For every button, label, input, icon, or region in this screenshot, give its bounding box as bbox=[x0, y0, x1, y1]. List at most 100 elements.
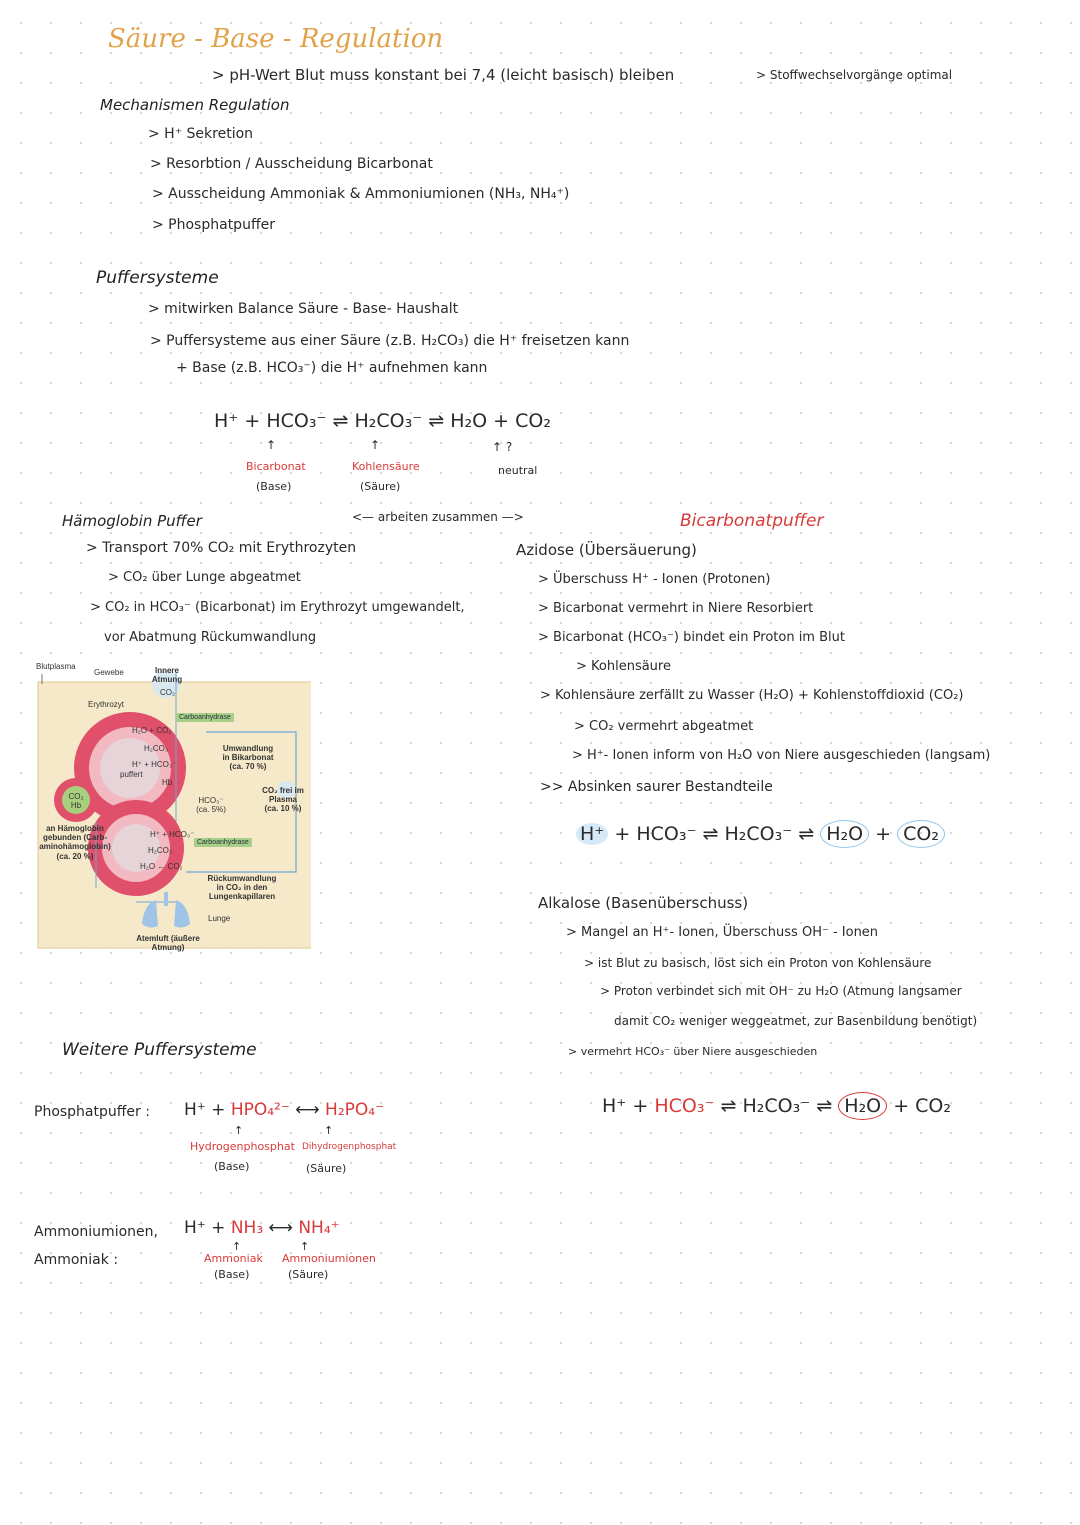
works-together: <— arbeiten zusammen —> bbox=[352, 510, 524, 524]
page-title: Säure - Base - Regulation bbox=[108, 24, 444, 54]
azidose-equation: H⁺ + HCO₃⁻ ⇌ H₂CO₃⁻ ⇌ H₂O + CO₂ bbox=[576, 820, 945, 848]
bicarbonat-sub: (Base) bbox=[256, 480, 292, 493]
label-hb: Hb bbox=[162, 778, 173, 787]
label-haemoglobin-gebunden: an Hämoglobin gebunden (Carb-aminohämogl… bbox=[39, 824, 111, 861]
label-carboanhydrase-2: Carboanhydrase bbox=[194, 838, 252, 847]
label-co2-hb: CO₂ Hb bbox=[68, 792, 84, 811]
haemoglobin-heading: Hämoglobin Puffer bbox=[62, 512, 202, 530]
buffer-item: > mitwirken Balance Säure - Base- Hausha… bbox=[148, 301, 459, 317]
dihydrogenphosphat-label: Dihydrogenphosphat bbox=[302, 1142, 397, 1152]
diagram-graphic bbox=[37, 670, 311, 949]
arrow-up: ↑ bbox=[324, 1124, 334, 1137]
azidose-item: >> Absinken saurer Bestandteile bbox=[540, 779, 773, 795]
haemoglobin-item: > Transport 70% CO₂ mit Erythrozyten bbox=[86, 540, 357, 556]
eq-co2-circled: CO₂ bbox=[897, 820, 945, 848]
label-lunge: Lunge bbox=[208, 914, 231, 923]
eq-nh4: NH₄⁺ bbox=[298, 1218, 340, 1238]
neutral-label: neutral bbox=[498, 464, 538, 477]
bicarbonate-heading: Bicarbonatpuffer bbox=[680, 511, 824, 531]
bicarbonat-label: Bicarbonat bbox=[246, 460, 306, 473]
alkalose-equation: H⁺ + HCO₃⁻ ⇌ H₂CO₃⁻ ⇌ H₂O + CO₂ bbox=[602, 1092, 951, 1120]
eq-nh3: NH₃ bbox=[230, 1218, 264, 1238]
haemoglobin-item: vor Abatmung Rückumwandlung bbox=[104, 630, 317, 645]
mechanism-item: > Ausscheidung Ammoniak & Ammoniumionen … bbox=[152, 186, 570, 202]
alkalose-item: > vermehrt HCO₃⁻ über Niere ausgeschiede… bbox=[568, 1045, 818, 1058]
intro-note: > Stoffwechselvorgänge optimal bbox=[756, 68, 953, 82]
ammoniak-label: Ammoniak bbox=[204, 1252, 263, 1265]
eq-arrow: ⟷ bbox=[295, 1100, 320, 1120]
azidose-item: > H⁺- Ionen inform von H₂O von Niere aus… bbox=[572, 748, 991, 763]
label-hco3-5: HCO₃⁻ (ca. 5%) bbox=[196, 796, 226, 815]
azidose-item: > Kohlensäure zerfällt zu Wasser (H₂O) +… bbox=[540, 688, 964, 703]
eq-hpo4: HPO₄²⁻ bbox=[230, 1100, 290, 1120]
alkalose-item: > Mangel an H⁺- Ionen, Überschuss OH⁻ - … bbox=[566, 925, 879, 940]
eq-h2po4: H₂PO₄⁻ bbox=[325, 1100, 385, 1120]
kohlensaeure-sub: (Säure) bbox=[360, 480, 401, 493]
ammonium-label-1: Ammoniumionen, bbox=[34, 1224, 158, 1240]
haemoglobin-item: > CO₂ in HCO₃⁻ (Bicarbonat) im Erythrozy… bbox=[90, 600, 465, 615]
intro-text: > pH-Wert Blut muss konstant bei 7,4 (le… bbox=[212, 66, 675, 84]
label-erythrozyt: Erythrozyt bbox=[88, 700, 125, 709]
phosphat-saeure-sub: (Säure) bbox=[306, 1162, 347, 1175]
label-rueckumwandlung: Rückumwandlung in CO₂ in den Lungenkapil… bbox=[207, 874, 277, 902]
label-h2o-co2: H₂O + CO₂ bbox=[132, 726, 172, 735]
eq-hco3: HCO₃⁻ bbox=[654, 1095, 715, 1117]
label-gewebe: Gewebe bbox=[94, 668, 124, 677]
alkalose-heading: Alkalose (Basenüberschuss) bbox=[538, 894, 749, 912]
eq-end: + CO₂ bbox=[893, 1095, 951, 1117]
phosphat-base-sub: (Base) bbox=[214, 1160, 250, 1173]
azidose-item: > Bicarbonat vermehrt in Niere Resorbier… bbox=[538, 601, 814, 616]
eq-middle: + HCO₃⁻ ⇌ H₂CO₃⁻ ⇌ bbox=[614, 823, 815, 845]
phosphat-equation: H⁺ + HPO₄²⁻ ⟷ H₂PO₄⁻ bbox=[184, 1100, 384, 1120]
buffer-equation: H⁺ + HCO₃⁻ ⇌ H₂CO₃⁻ ⇌ H₂O + CO₂ bbox=[214, 410, 551, 432]
lung-icon bbox=[142, 892, 190, 928]
hydrogenphosphat-label: Hydrogenphosphat bbox=[190, 1140, 295, 1153]
azidose-heading: Azidose (Übersäuerung) bbox=[516, 541, 697, 559]
eq-h-plus: H⁺ + bbox=[184, 1100, 226, 1120]
ammoniumionen-label: Ammoniumionen bbox=[282, 1252, 376, 1265]
co2-transport-diagram: Blutplasma Gewebe Innere Atmung CO₂ Eryt… bbox=[36, 662, 311, 952]
ammonium-saeure-sub: (Säure) bbox=[288, 1268, 329, 1281]
azidose-item: > Überschuss H⁺ - Ionen (Protonen) bbox=[538, 572, 771, 587]
gewebe-bubble bbox=[152, 670, 180, 698]
further-heading: Weitere Puffersysteme bbox=[62, 1040, 257, 1060]
azidose-item: > Kohlensäure bbox=[576, 659, 671, 674]
ammonium-equation: H⁺ + NH₃ ⟷ NH₄⁺ bbox=[184, 1218, 340, 1238]
haemoglobin-item: > CO₂ über Lunge abgeatmet bbox=[108, 570, 301, 585]
eq-plus: + bbox=[875, 823, 892, 845]
label-h-hco3-2: H⁺ + HCO₃⁻ bbox=[150, 830, 195, 839]
mechanism-item: > Phosphatpuffer bbox=[152, 217, 275, 233]
label-h2co3-2: H₂CO₃ bbox=[148, 846, 173, 855]
label-umwandlung: Umwandlung in Bikarbonat (ca. 70 %) bbox=[222, 744, 274, 772]
label-h2co3: H₂CO₃ bbox=[144, 744, 169, 753]
label-blutplasma: Blutplasma bbox=[36, 662, 76, 671]
label-carboanhydrase-1: Carboanhydrase bbox=[176, 713, 234, 722]
arrow-up: ↑ bbox=[234, 1124, 244, 1137]
label-innere-atmung: Innere Atmung bbox=[151, 666, 183, 685]
label-h2o-co2-2: H₂O ← CO₂ bbox=[140, 862, 183, 871]
mechanism-item: > H⁺ Sekretion bbox=[148, 126, 254, 142]
eq-h-plus: H⁺ + bbox=[602, 1095, 649, 1117]
phosphat-label: Phosphatpuffer : bbox=[34, 1104, 150, 1120]
label-co2-top: CO₂ bbox=[160, 688, 176, 697]
alkalose-item: damit CO₂ weniger weggeatmet, zur Basenb… bbox=[614, 1014, 978, 1028]
arrow-up: ↑ bbox=[300, 1240, 310, 1253]
label-co2-frei: CO₂ frei im Plasma (ca. 10 %) bbox=[262, 786, 304, 814]
label-puffert: puffert bbox=[120, 770, 143, 779]
ammonium-base-sub: (Base) bbox=[214, 1268, 250, 1281]
eq-h-plus: H⁺ + bbox=[184, 1218, 226, 1238]
arrow-up: ↑ bbox=[370, 438, 381, 452]
buffer-heading: Puffersysteme bbox=[96, 268, 219, 288]
ammonium-label-2: Ammoniak : bbox=[34, 1252, 119, 1268]
buffer-item: > Puffersysteme aus einer Säure (z.B. H₂… bbox=[150, 333, 630, 349]
arrow-up: ↑ bbox=[266, 438, 277, 452]
eq-arrow: ⟷ bbox=[268, 1218, 293, 1238]
eq-h2o-circled: H₂O bbox=[820, 820, 870, 848]
azidose-item: > Bicarbonat (HCO₃⁻) bindet ein Proton i… bbox=[538, 630, 845, 645]
eq-h-highlight: H⁺ bbox=[576, 823, 609, 845]
azidose-item: > CO₂ vermehrt abgeatmet bbox=[574, 719, 754, 734]
label-h-hco3: H⁺ + HCO₃⁻ bbox=[132, 760, 177, 769]
buffer-item: + Base (z.B. HCO₃⁻) die H⁺ aufnehmen kan… bbox=[176, 360, 488, 376]
eq-h2o-circled: H₂O bbox=[838, 1092, 888, 1120]
alkalose-item: > ist Blut zu basisch, löst sich ein Pro… bbox=[584, 956, 932, 970]
